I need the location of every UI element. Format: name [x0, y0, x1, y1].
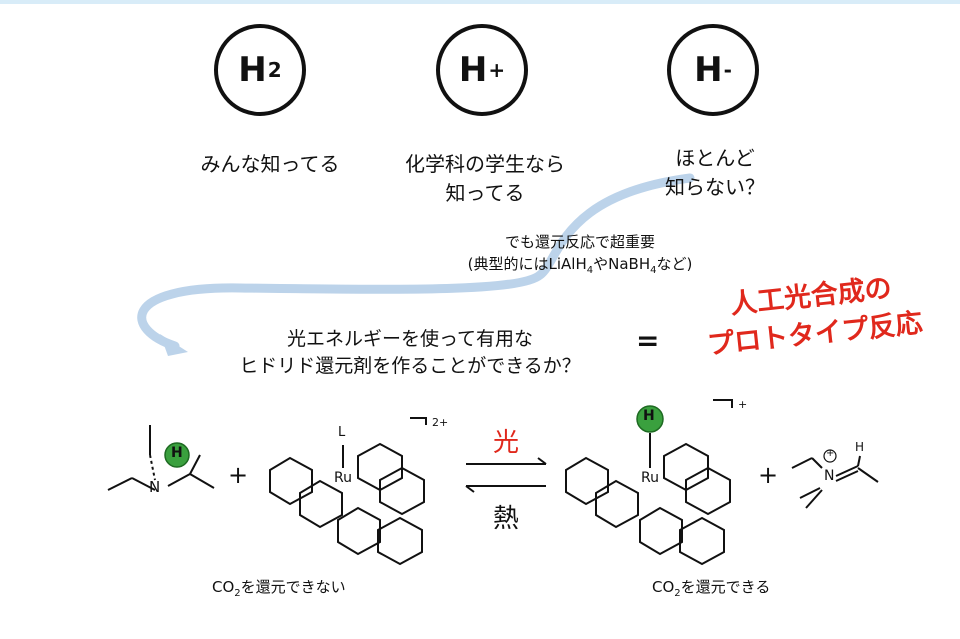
amine-bond	[189, 473, 215, 489]
iminium-bond	[857, 467, 879, 483]
question-text: 光エネルギーを使って有用な ヒドリド還元剤を作ることができるか？	[239, 328, 581, 377]
amine-bond	[131, 477, 156, 491]
light-label: 光	[493, 428, 520, 458]
pyridine-ring	[565, 456, 609, 506]
heat-label: 熱	[493, 504, 520, 534]
iminium-h: H	[855, 440, 865, 454]
charge-left: 2+	[432, 416, 449, 429]
iminium-bond	[811, 457, 823, 469]
ligand-l: L	[338, 425, 346, 440]
pyridine-ring	[679, 516, 725, 566]
iminium-n: N	[824, 468, 835, 484]
plus-left: +	[228, 461, 249, 489]
forward-arrowhead	[537, 457, 547, 465]
charge-bracket	[713, 399, 733, 408]
iminium-double-bond	[835, 470, 859, 482]
charge-bracket	[410, 417, 427, 425]
amine-bond	[107, 477, 133, 491]
h-atom-icon	[636, 405, 664, 433]
iminium-double-bond	[835, 465, 859, 477]
note-text: でも還元反応で超重要 (典型的にはLiAlH4やNaBH4など)	[467, 233, 693, 276]
pyridine-ring	[299, 479, 343, 529]
pyridine-ring	[377, 516, 423, 566]
h-atom-label: H	[643, 408, 655, 424]
pyridine-ring	[663, 442, 709, 492]
iminium-bond	[799, 487, 821, 499]
iminium-plus: +	[826, 448, 835, 459]
pyridine-ring	[379, 466, 425, 516]
ru-right: Ru	[641, 470, 659, 486]
left-caption: CO2を還元できない	[212, 578, 346, 599]
h-atom-icon	[164, 442, 190, 468]
h2-subscript: 2	[267, 58, 282, 82]
pyridine-ring	[357, 442, 403, 492]
amine-bond	[189, 454, 201, 475]
ru-left: Ru	[334, 470, 352, 486]
hplus-superscript: +	[488, 58, 506, 82]
iminium-bond	[791, 457, 813, 469]
hminus-superscript: -	[723, 58, 732, 82]
amine-n: N	[149, 478, 161, 496]
hplus-symbol: H	[458, 50, 488, 90]
iminium-bond	[857, 455, 861, 467]
iminium-bond	[805, 489, 823, 509]
pyridine-ring	[685, 466, 731, 516]
equals-sign: =	[636, 324, 660, 357]
hminus-symbol: H	[694, 50, 723, 90]
right-caption: CO2を還元できる	[652, 578, 771, 599]
h-atom-label: H	[171, 445, 183, 461]
charge-right: +	[738, 398, 748, 411]
pyridine-ring	[639, 506, 683, 556]
plus-charge-icon	[823, 449, 837, 463]
pyridine-ring	[595, 479, 639, 529]
amine-bond	[167, 473, 191, 487]
plus-right: +	[758, 461, 779, 489]
hminus-circle: H-	[667, 24, 759, 116]
h2-caption: みんな知ってる	[200, 152, 340, 176]
hplus-caption: 化学科の学生なら 知ってる	[405, 152, 565, 205]
hplus-circle: H+	[436, 24, 528, 116]
pyridine-ring	[337, 506, 381, 556]
amine-bond	[149, 454, 156, 481]
hminus-caption: ほとんど 知らない？	[665, 146, 765, 199]
reverse-arrowhead	[465, 485, 475, 493]
pyridine-ring	[269, 456, 313, 506]
h2-symbol: H	[238, 50, 267, 90]
top-border	[0, 0, 960, 4]
